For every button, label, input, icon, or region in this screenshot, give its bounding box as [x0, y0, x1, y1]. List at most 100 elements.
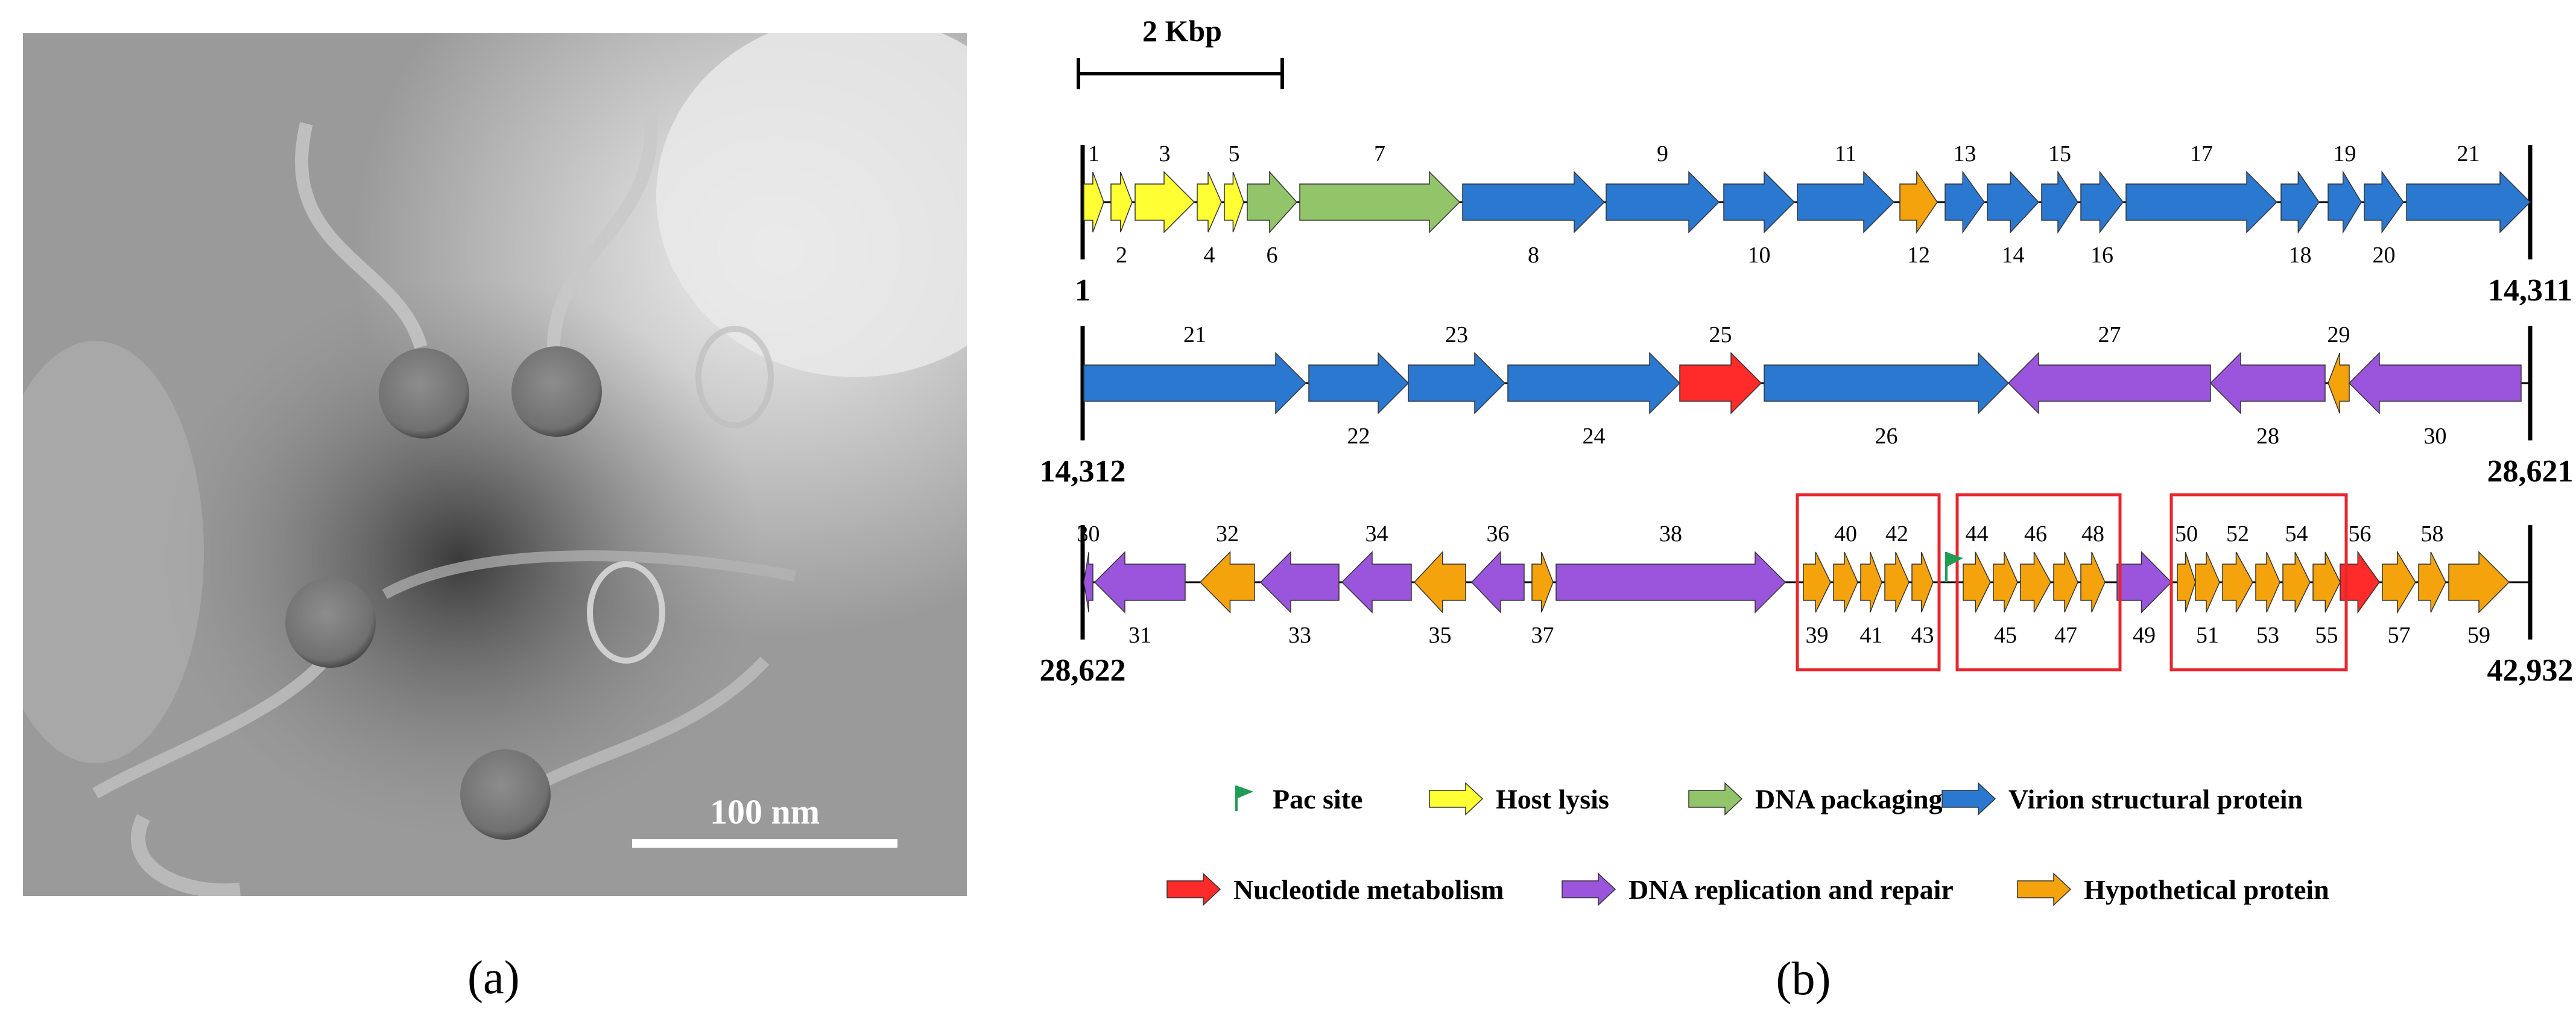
gene-number: 5: [1229, 141, 1240, 167]
gene-number: 21: [1183, 322, 1206, 348]
gene-cluster-box: [1955, 493, 2122, 672]
legend-label: Nucleotide metabolism: [1233, 874, 1504, 905]
gene-cluster-box: [1796, 493, 1941, 672]
gene-arrow-58: [2418, 551, 2446, 613]
gene-arrow-19: [2328, 170, 2362, 234]
gene-arrow-43: [1911, 551, 1934, 613]
gene-arrow-12: [1899, 170, 1938, 234]
legend-label: Virion structural protein: [2008, 784, 2303, 815]
legend-item-host_lysis: Host lysis: [1429, 782, 1609, 816]
gene-number: 25: [1709, 322, 1732, 348]
gene-number: 13: [1954, 141, 1976, 167]
gene-number: 9: [1657, 141, 1668, 167]
gene-arrow-5: [1224, 171, 1244, 233]
gene-arrow-6: [1247, 171, 1298, 233]
scale-label: 2 Kbp: [1142, 14, 1222, 48]
gene-number: 44: [1966, 521, 1989, 547]
gene-number: 23: [1445, 322, 1468, 348]
gene-number: 36: [1487, 521, 1510, 547]
legend-item-dna_replication: DNA replication and repair: [1562, 872, 1954, 906]
gene-number: 11: [1835, 141, 1857, 167]
gene-arrow-49: [2116, 551, 2173, 614]
gene-arrow-18: [2280, 170, 2320, 234]
gene-number: 49: [2133, 623, 2156, 648]
gene-number: 50: [2175, 521, 2198, 547]
gene-number: 46: [2024, 521, 2047, 547]
gene-number: 57: [2388, 623, 2411, 648]
gene-number: 51: [2196, 623, 2219, 648]
row-end-label: 42,932: [2487, 653, 2574, 688]
row-start-label: 28,622: [1040, 653, 1126, 688]
gene-number: 32: [1216, 521, 1239, 547]
gene-arrow-22: [1308, 352, 1410, 414]
gene-arrow-2: [1110, 171, 1133, 233]
gene-number: 4: [1204, 243, 1215, 268]
gene-number: 59: [2467, 623, 2490, 648]
gene-arrow-21: [2406, 171, 2531, 233]
flag-icon: [1236, 786, 1253, 799]
gene-arrow-3: [1135, 171, 1195, 233]
gene-number: 14: [2002, 243, 2025, 268]
phage-head: [379, 348, 469, 439]
gene-arrow-16: [2080, 170, 2124, 234]
gene-number: 1: [1088, 141, 1100, 167]
gene-arrow-30: [1083, 551, 1093, 613]
gene-number: 28: [2256, 424, 2279, 449]
gene-arrow-8: [1462, 171, 1606, 233]
panel-a-label: (a): [467, 951, 520, 1003]
gene-arrow-50: [2177, 551, 2196, 613]
gene-arrow-30: [2348, 352, 2522, 414]
gene-arrow-32: [1199, 551, 1255, 614]
gene-arrow-11: [1797, 171, 1895, 233]
gene-arrow-40: [1833, 551, 1858, 613]
phage-head: [285, 577, 376, 668]
gene-number: 52: [2226, 521, 2249, 547]
gene-number: 8: [1528, 243, 1539, 268]
gene-arrow-29: [2328, 352, 2350, 414]
gene-arrow-31: [1093, 551, 1186, 614]
gene-number: 22: [1347, 424, 1370, 449]
gene-number: 47: [2054, 623, 2077, 648]
gene-number: 39: [1806, 623, 1829, 648]
row-start-label: 14,312: [1040, 454, 1126, 489]
gene-number: 19: [2334, 141, 2356, 167]
gene-number: 7: [1374, 141, 1385, 167]
gene-arrow-20: [2364, 170, 2404, 234]
gene-number: 45: [1994, 623, 2017, 648]
legend-item-virion: Virion structural protein: [1941, 782, 2303, 816]
gene-number: 12: [1907, 243, 1930, 268]
gene-number: 48: [2081, 521, 2104, 547]
gene-arrow-13: [1945, 170, 1985, 234]
scale-bar-label: 100 nm: [710, 792, 820, 831]
gene-number: 27: [2098, 322, 2121, 348]
tem-micrograph: 100 nm: [23, 33, 967, 896]
gene-arrow-24: [1507, 352, 1681, 414]
phage-head: [460, 749, 551, 840]
gene-number: 17: [2190, 141, 2213, 167]
gene-arrow-25: [1679, 352, 1762, 414]
legend-label: Hypothetical protein: [2084, 874, 2329, 905]
row-start-label: 1: [1075, 273, 1090, 308]
legend-arrow-icon: [1941, 782, 1996, 816]
legend-label: Pac site: [1273, 784, 1362, 815]
legend-label: DNA replication and repair: [1628, 874, 1954, 905]
gene-number: 42: [1885, 521, 1908, 547]
gene-arrow-34: [1341, 551, 1412, 614]
gene-number: 30: [1077, 521, 1100, 547]
pac-site-flag: [1946, 552, 1963, 567]
gene-cluster-box: [2169, 493, 2348, 672]
gene-number: 10: [1748, 243, 1771, 268]
gene-number: 33: [1288, 623, 1311, 648]
gene-number: 40: [1834, 521, 1857, 547]
gene-arrow-33: [1259, 551, 1340, 614]
gene-arrow-59: [2448, 551, 2510, 614]
gene-arrow-39: [1803, 551, 1831, 613]
gene-arrow-21: [1083, 352, 1307, 414]
gene-arrow-51: [2195, 551, 2220, 613]
gene-arrow-47: [2053, 551, 2078, 613]
legend-arrow-icon: [1166, 872, 1221, 906]
legend-item-hypothetical: Hypothetical protein: [2017, 872, 2329, 906]
gene-arrow-26: [1764, 352, 2010, 414]
